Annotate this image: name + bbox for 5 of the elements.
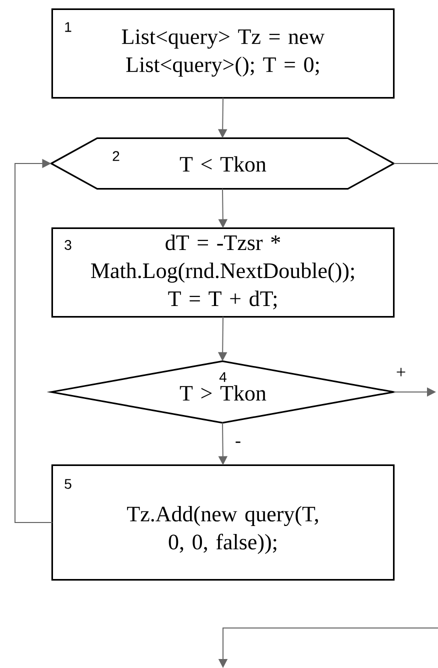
arrow [14, 158, 53, 523]
process-box: 3 dT = -Tzsr * Math.Log(rnd.NextDouble()); T = T + dT; [51, 227, 395, 318]
process-box: 1 List<query> Tz = new List<query>(); T = 0; [51, 8, 395, 99]
process-box: 5 Tz.Add(new query(T, 0, 0, false)); [51, 464, 395, 581]
edge-label: - [234, 440, 242, 448]
